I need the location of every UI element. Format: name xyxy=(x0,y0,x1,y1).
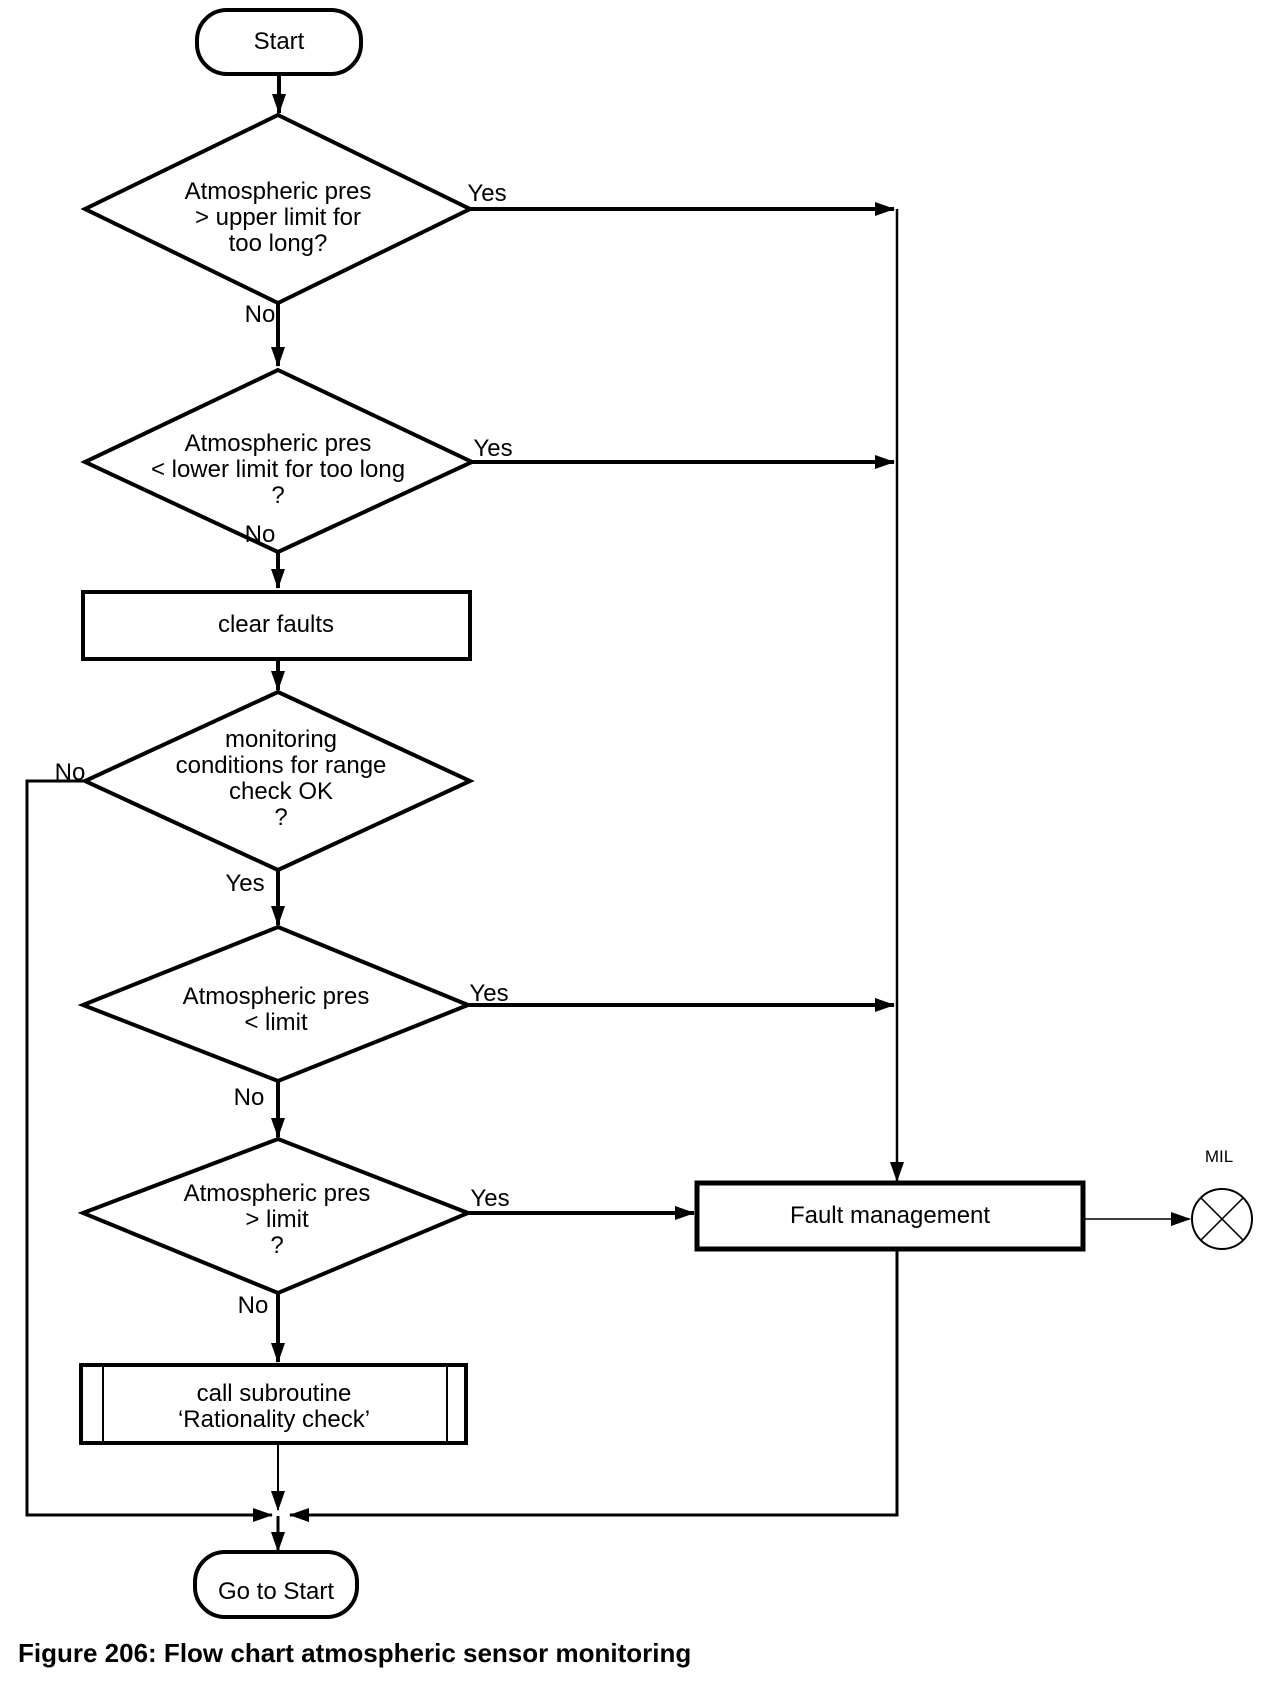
start-label: Start xyxy=(253,28,305,55)
decision-monitoring-label: monitoring conditions for range check OK… xyxy=(175,726,387,831)
clear-faults-label: clear faults xyxy=(217,611,335,638)
fault-management-label: Fault management xyxy=(789,1202,991,1229)
figure-caption: Figure 206: Flow chart atmospheric senso… xyxy=(18,1638,692,1668)
decision-lower-limit-label: Atmospheric pres < lower limit for too l… xyxy=(150,430,406,509)
decision-above-limit-label: Atmospheric pres > limit ? xyxy=(183,1180,371,1259)
fault-management-shape xyxy=(694,1180,1086,1252)
mil-label: MIL xyxy=(1204,1147,1234,1166)
upper-limit-no-label: No xyxy=(244,301,276,328)
subroutine-rationality-label: call subroutine ‘Rationality check’ xyxy=(177,1380,371,1433)
upper-limit-yes-label: Yes xyxy=(467,180,507,207)
above-limit-yes-label: Yes xyxy=(470,1185,510,1212)
below-limit-no-label: No xyxy=(233,1084,265,1111)
edge-fault-to-junction-path xyxy=(289,1249,899,1522)
decision-below-limit-label: Atmospheric pres < limit xyxy=(182,983,370,1036)
lower-limit-no-label: No xyxy=(244,521,276,548)
monitoring-yes-label: Yes xyxy=(225,870,265,897)
subroutine-rationality-shape xyxy=(79,1363,468,1445)
go-to-start-shape xyxy=(193,1550,359,1619)
lower-limit-yes-label: Yes xyxy=(473,435,513,462)
below-limit-yes-label: Yes xyxy=(469,980,509,1007)
go-to-start-label: Go to Start xyxy=(217,1578,335,1605)
above-limit-no-label: No xyxy=(237,1292,269,1319)
mil-lamp-cross-line-2 xyxy=(1200,1197,1244,1241)
monitoring-no-label: No xyxy=(54,759,86,786)
decision-upper-limit-label: Atmospheric pres > upper limit for too l… xyxy=(184,178,372,257)
mil-lamp-icon xyxy=(1191,1188,1253,1250)
edge-monitoring-no-path xyxy=(25,779,273,1522)
